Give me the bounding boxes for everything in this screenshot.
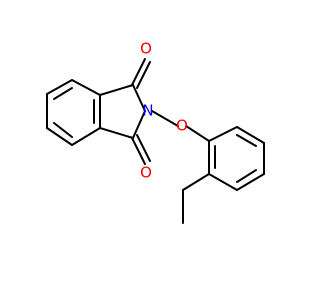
bond (131, 58, 146, 86)
oxygen-top-label: O (140, 40, 152, 58)
bond (236, 134, 257, 147)
bonds (46, 58, 265, 224)
bond (46, 127, 73, 146)
bond (132, 110, 146, 139)
bond (136, 134, 151, 162)
bond (71, 79, 101, 96)
bond (99, 84, 134, 96)
molecule-svg: O N O O (46, 40, 265, 224)
bond (132, 84, 146, 112)
bond (182, 173, 210, 191)
bond (236, 126, 265, 144)
bond (71, 127, 101, 146)
oxygen-bottom-label: O (140, 164, 152, 182)
nitrogen-label: N (142, 102, 153, 120)
bond (136, 61, 151, 89)
bond (46, 79, 73, 95)
oxygen-link-label: O (176, 117, 188, 135)
bond (236, 173, 265, 191)
bond (53, 87, 73, 100)
bond (185, 125, 210, 142)
bond (151, 110, 179, 127)
bond (208, 173, 238, 191)
molecule-diagram: O N O O (46, 39, 265, 224)
bond (99, 127, 134, 139)
atom-labels: O N O O (140, 40, 188, 182)
bond (53, 122, 73, 138)
bond (236, 169, 257, 183)
bond (131, 137, 146, 165)
bond (208, 126, 238, 142)
